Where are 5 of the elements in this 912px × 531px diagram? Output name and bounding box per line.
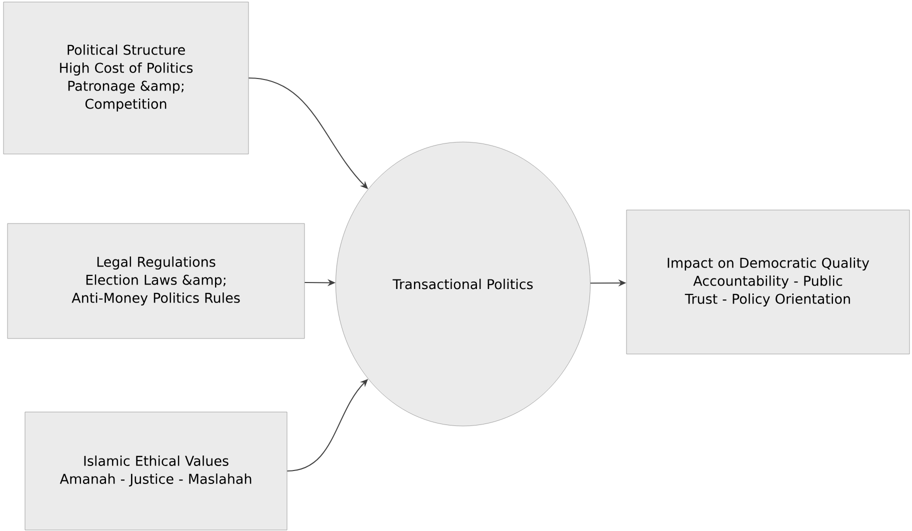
process-box: Political Structure High Cost of Politics Patronage &amp; Competition [3, 2, 249, 154]
process-box: Islamic Ethical Values Amanah - Justice - Maslahah [24, 412, 288, 530]
process-box: Impact on Democratic Quality Accountability - Public Trust - Policy Orientation [626, 210, 910, 354]
ellipse-node: Transactional Politics [336, 142, 590, 426]
process-box: Legal Regulations Election Laws &amp; Anti-Money Politics Rules [7, 223, 305, 339]
